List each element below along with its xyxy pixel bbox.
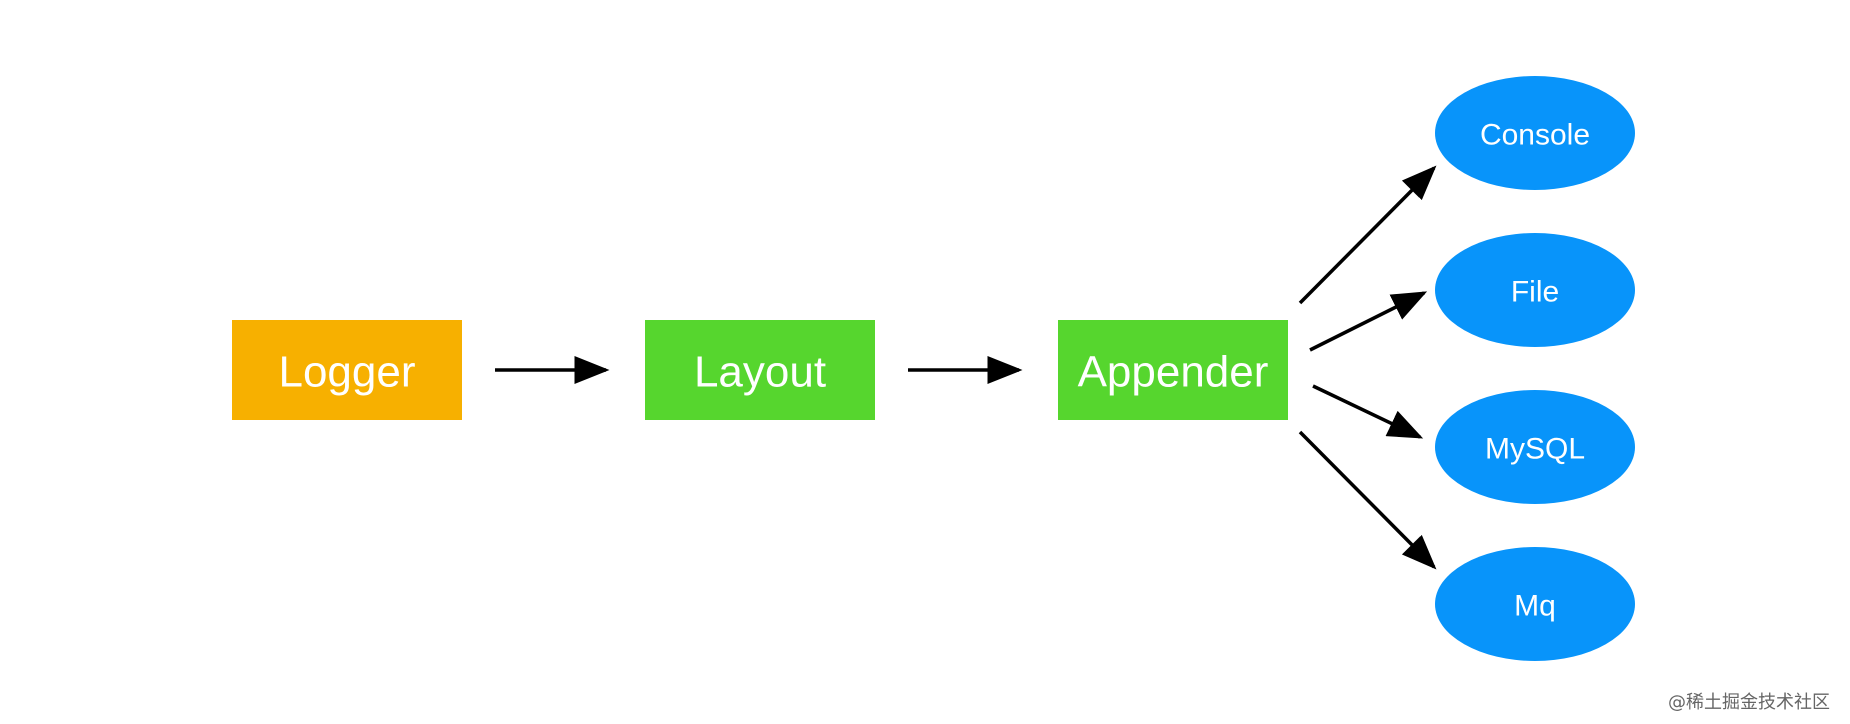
mysql-label: MySQL [1485, 433, 1585, 466]
console-label: Console [1480, 119, 1590, 152]
mq-oval [1435, 547, 1635, 661]
logger-node: Logger [232, 320, 462, 420]
console-oval [1435, 76, 1635, 190]
layout-node: Layout [645, 320, 875, 420]
mq-label: Mq [1514, 590, 1556, 623]
logger-box [232, 320, 462, 420]
arrow-appender-to-mq [1298, 430, 1437, 570]
arrow-appender-to-console [1298, 165, 1437, 305]
mysql-oval [1435, 390, 1635, 504]
appender-node: Appender [1058, 320, 1288, 420]
appender-box [1058, 320, 1288, 420]
output-file: File [1435, 233, 1635, 347]
file-oval [1435, 233, 1635, 347]
logger-label: Logger [278, 348, 415, 397]
arrow-appender-to-file [1309, 291, 1428, 352]
appender-label: Appender [1078, 348, 1269, 397]
output-console: Console [1435, 76, 1635, 190]
file-label: File [1511, 276, 1559, 309]
layout-label: Layout [694, 348, 826, 397]
watermark: @稀土掘金技术社区 [1668, 692, 1830, 713]
output-mysql: MySQL [1435, 390, 1635, 504]
output-mq: Mq [1435, 547, 1635, 661]
arrow-appender-to-mysql [1312, 384, 1424, 439]
layout-box [645, 320, 875, 420]
